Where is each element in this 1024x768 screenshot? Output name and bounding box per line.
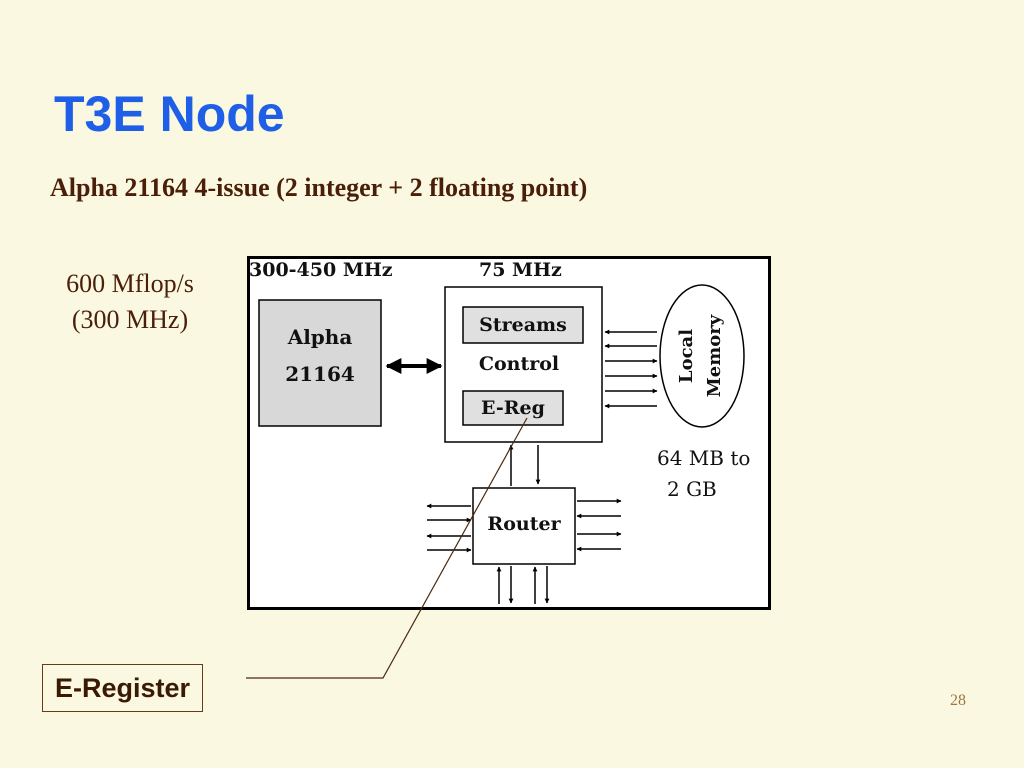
ereg-label: E-Reg [481, 397, 545, 419]
t3e-node-diagram: 300-450 MHz 75 MHz Alpha 21164 Streams C… [247, 256, 771, 610]
performance-note: 600 Mflop/s (300 MHz) [30, 266, 230, 338]
performance-clock: (300 MHz) [71, 305, 189, 334]
memory-bus-arrows [604, 329, 658, 409]
streams-box [462, 306, 584, 344]
memory-size-line2: 2 GB [667, 477, 717, 501]
router-label: Router [487, 513, 561, 535]
page-number: 28 [950, 692, 966, 709]
alpha-label-line2: 21164 [285, 362, 355, 386]
control-label: Control [479, 353, 559, 375]
slide-title: T3E Node [54, 86, 285, 142]
alpha-clock-label: 300-450 MHz [249, 259, 393, 281]
performance-flops: 600 Mflop/s [66, 269, 194, 298]
local-memory-ellipse [659, 284, 745, 428]
alpha-label-line1: Alpha [287, 325, 353, 349]
e-register-callout: E-Register [42, 664, 204, 712]
memory-label-line2: Memory [704, 314, 725, 397]
diagram-svg: 300-450 MHz 75 MHz Alpha 21164 Streams C… [247, 256, 771, 610]
memory-label-line1: Local [676, 329, 697, 383]
slide-subtitle: Alpha 21164 4-issue (2 integer + 2 float… [50, 173, 588, 202]
alpha-processor-box [258, 299, 382, 427]
control-clock-label: 75 MHz [479, 259, 562, 281]
memory-size-line1: 64 MB to [657, 446, 750, 470]
streams-label: Streams [479, 314, 567, 336]
router-right-links [576, 498, 622, 552]
